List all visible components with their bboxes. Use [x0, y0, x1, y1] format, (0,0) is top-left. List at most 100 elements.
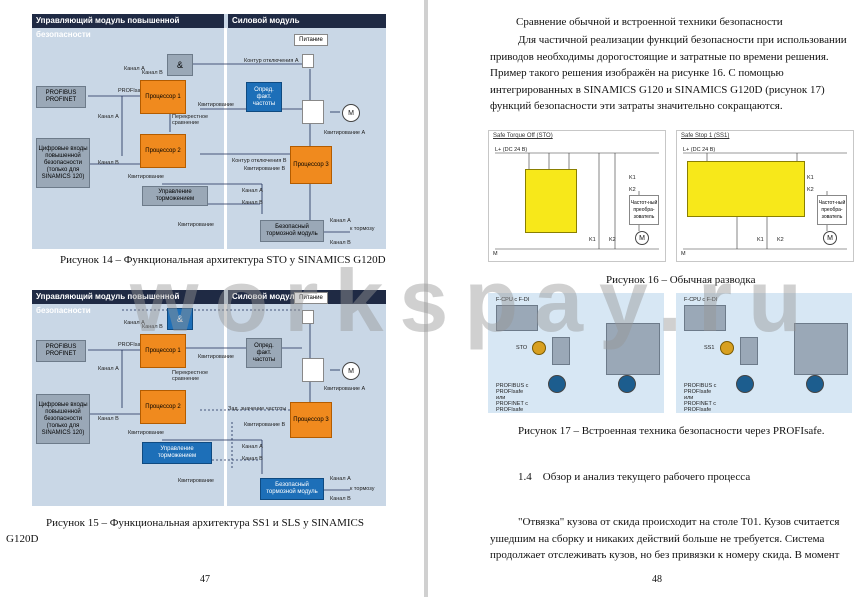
fig15-brake-control: Управление торможением: [142, 442, 212, 464]
fig15-profibus: PROFIBUS PROFINET: [36, 340, 86, 362]
fig16-left-supply: L+ (DC 24 B): [495, 147, 528, 153]
fig17-right-plc: [684, 305, 726, 331]
fig15-label-quit: Квитирование: [198, 354, 234, 360]
fig17-left-legend-3: PROFINET с PROFIsafe: [496, 401, 528, 413]
fig14-header-right: Силовой модуль: [228, 14, 386, 28]
fig17-left-button: [532, 341, 546, 355]
left-page: Управляющий модуль повышенной безопаснос…: [0, 0, 424, 597]
fig14-processor-1: Процессор 1: [140, 80, 186, 114]
fig14-label-quit: Квитирование: [198, 102, 234, 108]
fig14-label-quit-a: Квитирование А: [324, 130, 366, 136]
fig15-label-cross: Перекрестное сравнение: [172, 370, 209, 382]
fig16-left-k2-coil: K2: [609, 237, 616, 243]
fig15-label-quit-2: Квитирование: [128, 430, 164, 436]
fig15-to-brake: к тормозу: [350, 486, 375, 492]
figure-16-left-sto: Safe Torque Off (STO) L+ (DC 24 B) K1 K2…: [488, 130, 666, 262]
fig15-label-channel-b-3: Канал B: [242, 456, 263, 462]
paragraph-1: Для частичной реализации функций безопас…: [490, 32, 850, 115]
caption-fig15-line2: G120D: [6, 533, 39, 545]
section-heading: Сравнение обычной и встроенной техники б…: [516, 16, 783, 28]
fig16-right-ground: M: [681, 251, 686, 257]
fig14-processor-3: Процессор 3: [290, 146, 332, 184]
fig16-right-k2: K2: [807, 187, 814, 193]
fig17-right-button: [720, 341, 734, 355]
fig14-divider: [224, 28, 227, 249]
fig14-profibus: PROFIBUS PROFINET: [36, 86, 86, 108]
fig14-label-circuit-b: Контур отключения B: [232, 158, 287, 164]
fig15-divider: [224, 304, 227, 506]
fig17-right-legend-2: или: [684, 395, 694, 401]
fig14-motor: M: [342, 104, 360, 122]
fig15-header-left: Управляющий модуль повышенной безопаснос…: [32, 290, 224, 315]
fig14-label-channel-b-3: Канал B: [242, 200, 263, 206]
fig16-left-safety-relay: [525, 169, 577, 233]
fig14-brake-module: Безопасный тормозной модуль: [260, 220, 324, 242]
fig15-processor-1: Процессор 1: [140, 334, 186, 368]
fig14-label-cross: Перекрестное сравнение: [172, 114, 209, 126]
fig16-right-k2-coil: K2: [777, 237, 784, 243]
fig14-switch-b: [302, 100, 324, 124]
fig14-profisafe-label: PROFIsafe: [118, 88, 146, 94]
fig15-label-channel-a-1: Канал А: [124, 320, 145, 326]
fig17-right-drive-1: [740, 337, 758, 365]
fig15-label-channel-a-2: Канал А: [98, 366, 119, 372]
fig15-label-quit-b: Квитирование B: [244, 422, 286, 428]
fig15-motor: M: [342, 362, 360, 380]
paragraph-1-line-5: функций безопасности эти затраты значите…: [490, 100, 783, 112]
fig15-label-channel-a-4: Канал А: [330, 476, 351, 482]
page-gutter: [424, 0, 428, 597]
fig17-left-plc: [496, 305, 538, 331]
fig14-and-gate: &: [167, 54, 193, 76]
right-page: Сравнение обычной и встроенной техники б…: [428, 0, 866, 597]
fig17-right-motor-1: [736, 375, 754, 393]
fig15-processor-3: Процессор 3: [290, 402, 332, 438]
fig15-profisafe-label: PROFIsafe: [118, 342, 146, 348]
fig17-left-motor-1: [548, 375, 566, 393]
fig17-left-legend-1: PROFIBUS с PROFIsafe: [496, 383, 529, 395]
fig16-right-safety-relay: [687, 161, 805, 217]
paragraph-2-line-2: ушедшим на сборку и никаких действий бол…: [490, 532, 825, 545]
fig16-right-motor: M: [823, 231, 837, 245]
fig15-label-quit-3: Квитирование: [178, 478, 214, 484]
fig17-left-motor-2: [618, 375, 636, 393]
fig14-speed-detection: Опред. факт. частоты: [246, 82, 282, 112]
fig15-digital-inputs: Цифровые входы повышенной безопасности (…: [36, 394, 90, 444]
fig15-switch-a: [302, 310, 314, 324]
paragraph-1-line-3: Пример такого решения изображён на рисун…: [490, 67, 784, 79]
fig15-label-channel-b-4: Канал B: [330, 496, 351, 502]
fig15-label-channel-b-1: Канал B: [98, 416, 119, 422]
fig14-label-channel-b-4: Канал B: [330, 240, 351, 246]
fig17-right-cabinet: [794, 323, 848, 375]
caption-fig15-line1: Рисунок 15 – Функциональная архитектура …: [46, 517, 364, 529]
paragraph-1-line-4: интегрированных в SINAMICS G120 и SINAMI…: [490, 83, 825, 96]
figure-17-right: F-CPU с F-DI SS1 PROFIBUS с PROFIsafe ил…: [676, 293, 852, 413]
caption-fig14: Рисунок 14 – Функциональная архитектура …: [60, 254, 386, 266]
fig17-left-button-label: STO: [516, 345, 528, 351]
subsection-1-4: 1.4 Обзор и анализ текущего рабочего про…: [518, 471, 751, 483]
fig17-right-legend-1: PROFIBUS с PROFIsafe: [684, 383, 717, 395]
fig14-label-channel-a-3: Канал А: [242, 188, 263, 194]
fig15-switch-b: [302, 358, 324, 382]
fig16-left-converter: Частот-ный преобра-зователь: [629, 195, 659, 225]
fig16-right-title: Safe Stop 1 (SS1): [681, 133, 730, 139]
fig14-power: Питание: [294, 34, 328, 46]
fig16-left-k1-coil: K1: [589, 237, 596, 243]
fig16-right-k1: K1: [807, 175, 814, 181]
figure-16-right-ss1: Safe Stop 1 (SS1) L+ (DC 24 B) K1 K2 Час…: [676, 130, 854, 262]
fig14-processor-2: Процессор 2: [140, 134, 186, 168]
fig17-left-legend-2: или: [496, 395, 506, 401]
fig16-left-motor: M: [635, 231, 649, 245]
fig14-label-channel-a-2: Канал А: [98, 114, 119, 120]
fig14-label-quit-b: Квитирование B: [244, 166, 286, 172]
fig14-header-left: Управляющий модуль повышенной безопаснос…: [32, 14, 224, 39]
figure-14-diagram: Управляющий модуль повышенной безопаснос…: [32, 14, 386, 249]
fig17-left-cabinet: [606, 323, 660, 375]
fig15-label-set-freq: Зад. значение частоты: [228, 406, 287, 412]
fig14-brake-control: Управление торможением: [142, 186, 208, 206]
fig16-right-converter: Частот-ный преобра-зователь: [817, 195, 847, 225]
fig14-label-channel-b-2: Канал B: [142, 70, 163, 76]
fig15-power: Питание: [294, 292, 328, 304]
fig16-left-k1: K1: [629, 175, 636, 181]
fig14-label-quit-2: Квитирование: [128, 174, 164, 180]
fig15-label-quit-a: Квитирование А: [324, 386, 366, 392]
